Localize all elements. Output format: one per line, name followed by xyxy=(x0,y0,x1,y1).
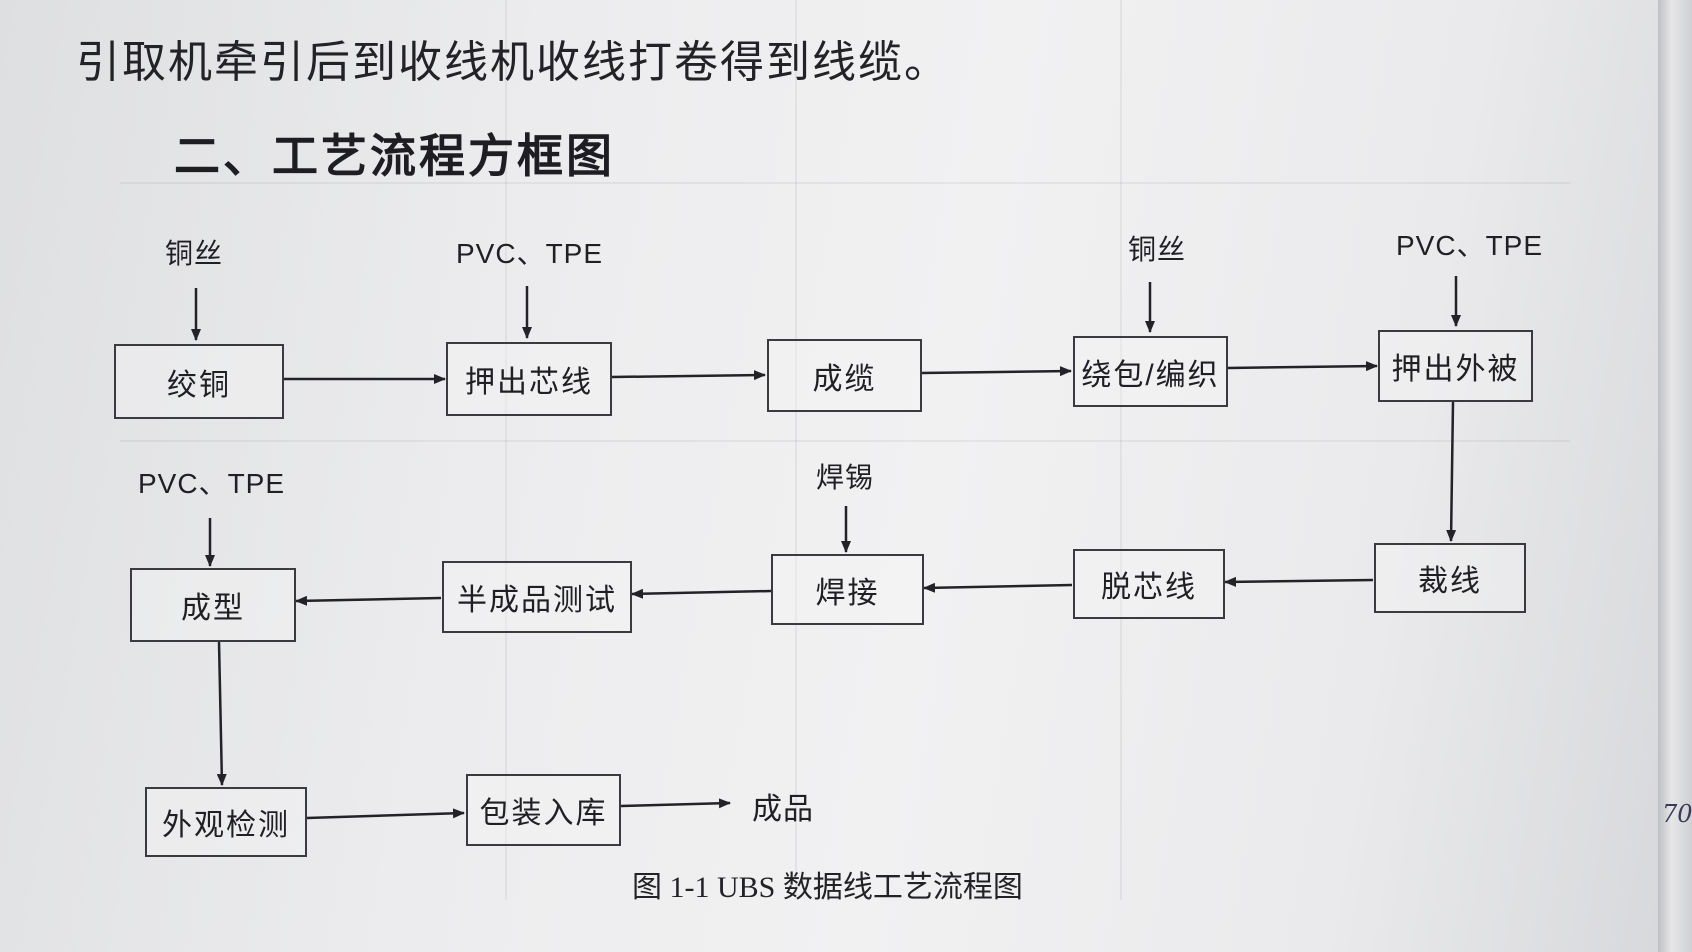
process-box-core-extrusion: 押出芯线 xyxy=(446,342,612,416)
arrow-n9-n10 xyxy=(295,595,442,606)
input-pvc-tpe-1: PVC、TPE xyxy=(456,238,604,269)
figure-caption: 图 1-1 UBS 数据线工艺流程图 xyxy=(632,871,1023,904)
intro-text: 引取机牵引后到收线机收线打卷得到线缆。 xyxy=(76,38,950,87)
input-copper-wire-2: 铜丝 xyxy=(1128,234,1187,265)
process-box-molding: 成型 xyxy=(130,568,296,642)
section-heading: 二、工艺流程方框图 xyxy=(174,130,615,182)
arrow-n3-n4 xyxy=(921,366,1072,377)
process-box-semi-product-test: 半成品测试 xyxy=(442,561,632,633)
arrow-n5-n6 xyxy=(1446,401,1457,542)
process-box-cutting: 裁线 xyxy=(1374,543,1526,613)
arrow-n10-n11 xyxy=(216,641,227,786)
process-box-cabling: 成缆 xyxy=(767,339,922,412)
process-box-wrapping-braiding: 绕包/编织 xyxy=(1073,336,1228,407)
process-box-packing-storage: 包装入库 xyxy=(466,774,621,846)
arrow-n8-n9 xyxy=(631,588,772,599)
process-box-stripping: 脱芯线 xyxy=(1073,549,1225,619)
input-pvc-tpe-2: PVC、TPE xyxy=(1396,230,1544,261)
arrow-n7-n8 xyxy=(923,582,1073,593)
arrow-n2-n3 xyxy=(611,370,766,381)
handwritten-mark: 70 xyxy=(1662,800,1692,828)
output-finished-product: 成品 xyxy=(752,793,814,826)
process-box-welding: 焊接 xyxy=(771,554,924,625)
arrow-n11-n12 xyxy=(306,808,465,820)
page-edge xyxy=(1658,0,1692,952)
arrow-n6-n7 xyxy=(1224,576,1374,587)
input-solder: 焊锡 xyxy=(816,462,875,493)
process-box-appearance-inspection: 外观检测 xyxy=(145,787,307,857)
process-box-twisting: 绞铜 xyxy=(114,344,284,419)
arrow-n12-output xyxy=(620,798,731,809)
process-box-jacket-extrusion: 押出外被 xyxy=(1378,330,1533,402)
input-copper-wire-1: 铜丝 xyxy=(165,238,224,269)
input-pvc-tpe-3: PVC、TPE xyxy=(138,468,286,499)
arrow-n4-n5 xyxy=(1227,361,1378,372)
